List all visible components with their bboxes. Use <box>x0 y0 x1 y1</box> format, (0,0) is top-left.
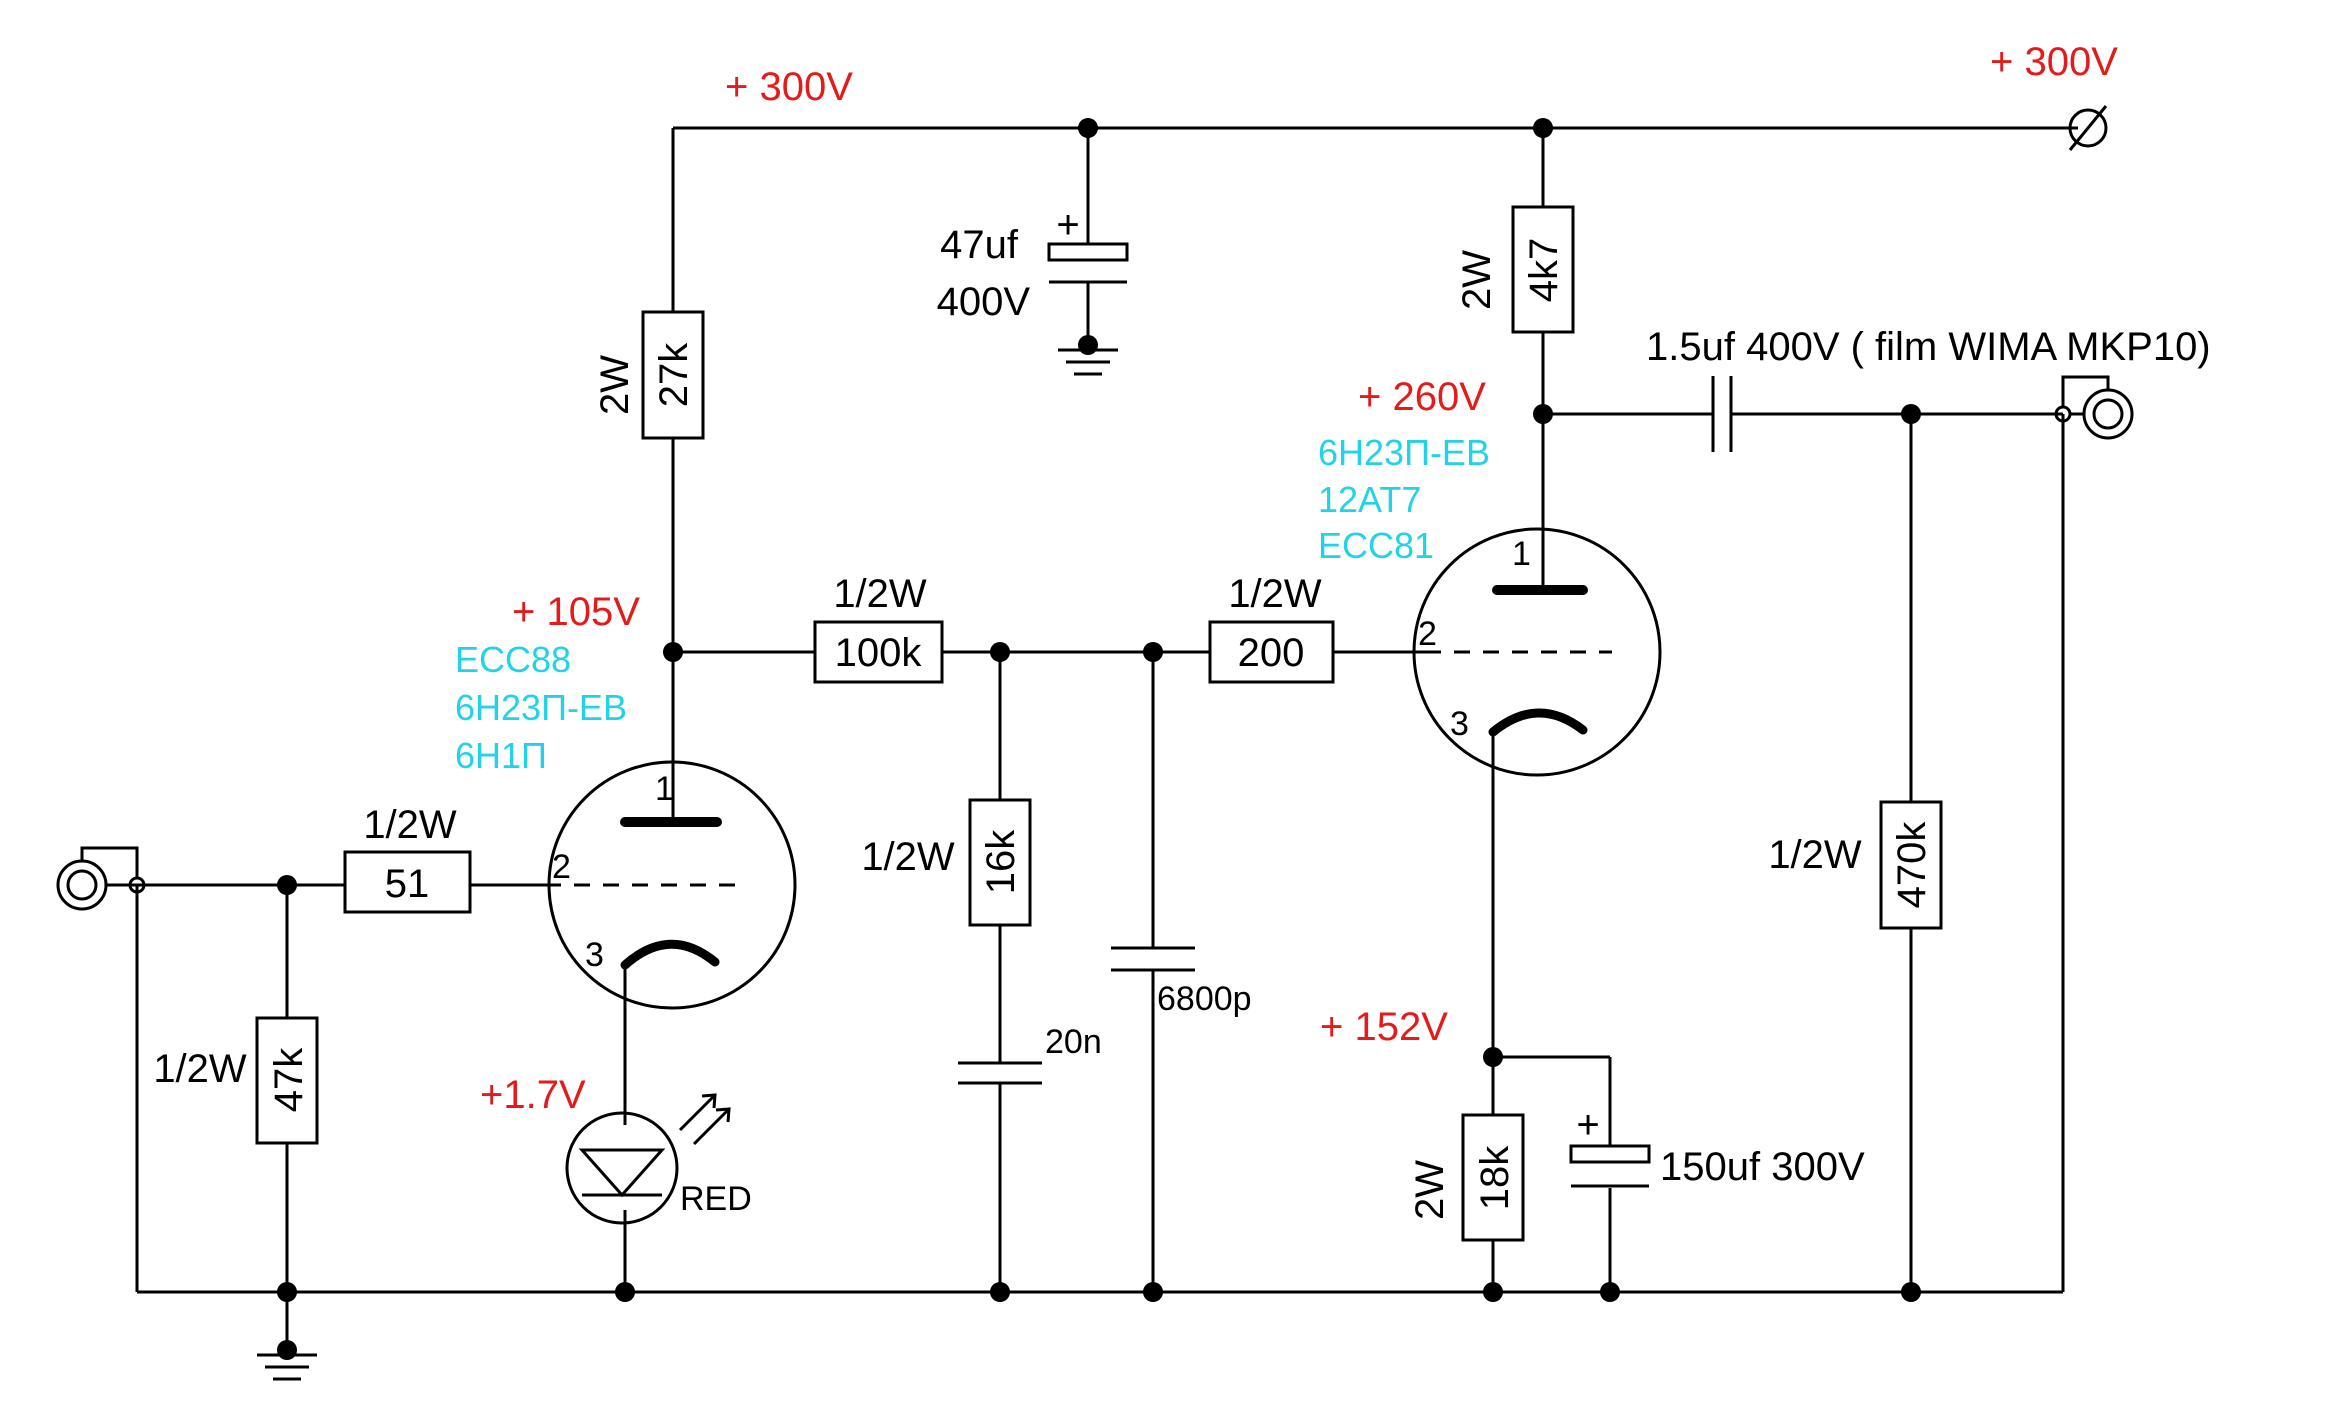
junctions <box>277 118 1921 1360</box>
pin-2-label: 2 <box>552 848 571 886</box>
capacitor-value: 47uf <box>940 223 1019 267</box>
resistor-power: 1/2W <box>1228 572 1322 616</box>
tube-type: 6Н23П-ЕВ <box>455 687 627 728</box>
pin-3-label: 3 <box>585 936 604 974</box>
resistor-power: 2W <box>593 355 637 415</box>
triode-icon: 1 2 3 <box>545 760 797 1010</box>
supply-terminal-icon <box>2068 105 2108 151</box>
resistor-value: 470k <box>1890 821 1934 909</box>
resistor-value: 100k <box>835 631 923 675</box>
capacitor-value: 20n <box>1045 1023 1102 1061</box>
resistor-power: 1/2W <box>1768 833 1862 877</box>
voltage-labels: + 300V + 300V + 105V + 260V + 152V +1.7V <box>480 40 2118 1117</box>
capacitor-coupling: 1.5uf 400V ( film WIMA MKP10) <box>1646 325 2211 452</box>
tube-type: 6Н1П <box>455 735 547 776</box>
resistor-value: 200 <box>1238 631 1305 675</box>
wires <box>110 126 2078 1350</box>
tube-type: 6Н23П-ЕВ <box>1318 432 1490 473</box>
tube-types-v1: ECC88 6Н23П-ЕВ 6Н1П <box>455 639 627 776</box>
resistor-power: 1/2W <box>861 835 955 879</box>
pin-2-label: 2 <box>1418 615 1437 653</box>
voltage-b-plus-left: + 300V <box>725 65 853 109</box>
pin-1-label: 1 <box>655 770 674 808</box>
resistor-27k: 27k 2W <box>593 310 705 440</box>
voltage-v2-anode: + 260V <box>1358 375 1486 419</box>
resistor-power: 1/2W <box>363 803 457 847</box>
resistor-power: 1/2W <box>153 1047 247 1091</box>
voltage-v1-anode: + 105V <box>512 590 640 634</box>
led-label: RED <box>680 1180 752 1218</box>
resistor-4k7: 4k7 2W <box>1455 205 1575 334</box>
resistor-value: 4k7 <box>1522 238 1566 303</box>
resistor-value: 51 <box>385 862 430 906</box>
resistor-value: 16k <box>979 829 1023 894</box>
resistor-47k: 47k 1/2W <box>153 1016 319 1145</box>
capacitor-plus: + <box>1576 1103 1599 1147</box>
resistor-18k: 18k 2W <box>1408 1113 1525 1242</box>
voltage-v2-cathode: + 152V <box>1320 1005 1448 1049</box>
led-icon: RED <box>565 1093 752 1225</box>
output-jack-icon <box>2054 375 2134 440</box>
tube-type: 12AT7 <box>1318 479 1421 520</box>
ground-icon <box>257 1353 317 1381</box>
capacitor-6800p: 6800p <box>1111 946 1252 1018</box>
capacitor-label: 1.5uf 400V ( film WIMA MKP10) <box>1646 325 2211 369</box>
resistor-value: 47k <box>267 1047 311 1112</box>
resistor-100k: 100k 1/2W <box>813 572 944 684</box>
triode-icon: 1 2 3 <box>1412 527 1662 777</box>
capacitor-47uf: + 47uf 400V <box>937 203 1129 324</box>
resistor-power: 2W <box>1408 1160 1452 1220</box>
tube-types-v2: 6Н23П-ЕВ 12AT7 ECC81 <box>1318 432 1490 566</box>
resistor-value: 27k <box>652 342 696 407</box>
pin-1-label: 1 <box>1512 535 1531 573</box>
resistor-16k: 16k 1/2W <box>861 798 1032 927</box>
capacitor-value: 6800p <box>1157 980 1252 1018</box>
resistor-power: 2W <box>1455 250 1499 310</box>
resistor-51: 51 1/2W <box>343 803 472 914</box>
voltage-led: +1.7V <box>480 1073 586 1117</box>
input-jack-icon <box>56 846 146 911</box>
capacitor-20n: 20n <box>958 1023 1102 1085</box>
capacitor-150uf: + 150uf 300V <box>1569 1103 1865 1189</box>
capacitor-voltage: 400V <box>937 280 1031 324</box>
capacitor-plus: + <box>1056 203 1079 247</box>
resistor-value: 18k <box>1473 1145 1517 1210</box>
tube-type: ECC88 <box>455 639 571 680</box>
pin-3-label: 3 <box>1450 705 1469 743</box>
ground-icon <box>1058 348 1118 376</box>
capacitor-label: 150uf 300V <box>1660 1145 1865 1189</box>
resistor-200: 200 1/2W <box>1208 572 1335 684</box>
tube-type: ECC81 <box>1318 525 1434 566</box>
resistor-470k: 470k 1/2W <box>1768 800 1943 930</box>
resistor-power: 1/2W <box>833 572 927 616</box>
voltage-b-plus-right: + 300V <box>1990 40 2118 84</box>
